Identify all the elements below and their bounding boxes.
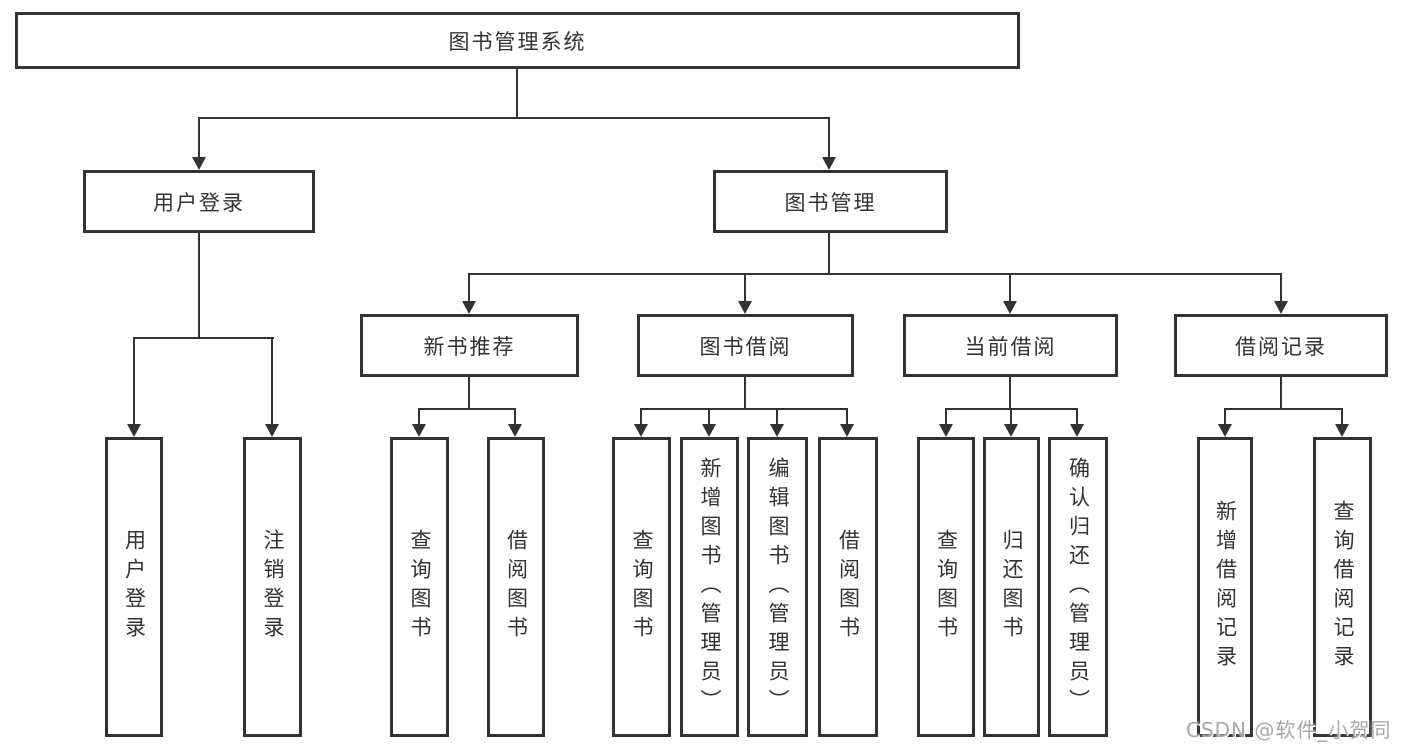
connector-stem-leaf (418, 408, 420, 425)
leaf-add-borrow-record: 新增借阅记录 (1197, 437, 1253, 737)
leaf-query-books-borrow: 查询图书 (612, 437, 671, 737)
node-book-borrow: 图书借阅 (637, 314, 854, 377)
connector-stem-book-mgmt (828, 117, 830, 158)
leaf-add-books-admin: 新增图书（管理员） (680, 437, 739, 737)
leaf-logout: 注销登录 (243, 437, 302, 737)
connector-user-login-drop (198, 233, 200, 338)
node-book-mgmt: 图书管理 (713, 170, 948, 233)
node-user-login: 用户登录 (83, 170, 315, 233)
arrow-down-icon (1274, 301, 1288, 314)
leaf-query-borrow-record: 查询借阅记录 (1313, 437, 1372, 737)
connector-stem-new-books (468, 273, 470, 302)
arrow-down-icon (192, 157, 206, 170)
node-current-borrow: 当前借阅 (903, 314, 1118, 377)
connector-stem-leaf (133, 337, 135, 425)
connector-stem-user-login (198, 117, 200, 158)
connector-stem-borrow-records (1280, 273, 1282, 302)
leaf-user-login: 用户登录 (105, 437, 163, 737)
connector-book-borrow-bar (640, 408, 848, 410)
leaf-query-books-current: 查询图书 (917, 437, 975, 737)
arrow-down-icon (1003, 301, 1017, 314)
arrow-down-icon (822, 157, 836, 170)
connector-stem-leaf (1076, 408, 1078, 425)
leaf-return-books: 归还图书 (983, 437, 1040, 737)
leaf-query-books-newbooks: 查询图书 (390, 437, 449, 737)
connector-new-books-drop (468, 377, 470, 409)
arrow-down-icon (127, 424, 141, 437)
connector-stem-leaf (271, 337, 273, 425)
arrow-down-icon (1070, 424, 1084, 437)
arrow-down-icon (840, 424, 854, 437)
connector-stem-leaf (514, 408, 516, 425)
leaf-borrow-books-borrow: 借阅图书 (818, 437, 878, 737)
connector-book-mgmt-bar (468, 273, 1282, 275)
connector-stem-leaf (945, 408, 947, 425)
connector-stem-leaf (1341, 408, 1343, 425)
connector-stem-leaf (708, 408, 710, 425)
csdn-watermark: CSDN @软件_小贺同学 (1186, 718, 1392, 742)
connector-book-borrow-drop (744, 377, 746, 409)
node-borrow-records: 借阅记录 (1174, 314, 1388, 377)
leaf-edit-books-admin: 编辑图书（管理员） (747, 437, 808, 737)
connector-current-borrow-drop (1009, 377, 1011, 409)
connector-borrow-records-drop (1280, 377, 1282, 409)
arrow-down-icon (1004, 424, 1018, 437)
connector-stem-leaf (776, 408, 778, 425)
connector-stem-book-borrow (744, 273, 746, 302)
leaf-confirm-return-admin: 确认归还（管理员） (1048, 437, 1108, 737)
connector-root-bar (198, 117, 830, 119)
connector-stem-leaf (1010, 408, 1012, 425)
arrow-down-icon (412, 424, 426, 437)
arrow-down-icon (508, 424, 522, 437)
connector-stem-current-borrow (1009, 273, 1011, 302)
node-root: 图书管理系统 (15, 12, 1020, 69)
arrow-down-icon (1335, 424, 1349, 437)
connector-root-drop (516, 69, 518, 118)
arrow-down-icon (738, 301, 752, 314)
node-new-books: 新书推荐 (360, 314, 579, 377)
leaf-borrow-books-newbooks: 借阅图书 (487, 437, 545, 737)
connector-book-mgmt-drop (828, 233, 830, 274)
connector-borrow-records-bar (1224, 408, 1342, 410)
connector-user-login-bar (133, 337, 274, 339)
arrow-down-icon (462, 301, 476, 314)
arrow-down-icon (265, 424, 279, 437)
arrow-down-icon (939, 424, 953, 437)
connector-stem-leaf (846, 408, 848, 425)
arrow-down-icon (1218, 424, 1232, 437)
connector-stem-leaf (1224, 408, 1226, 425)
arrow-down-icon (702, 424, 716, 437)
arrow-down-icon (634, 424, 648, 437)
arrow-down-icon (770, 424, 784, 437)
connector-new-books-bar (418, 408, 516, 410)
connector-stem-leaf (640, 408, 642, 425)
